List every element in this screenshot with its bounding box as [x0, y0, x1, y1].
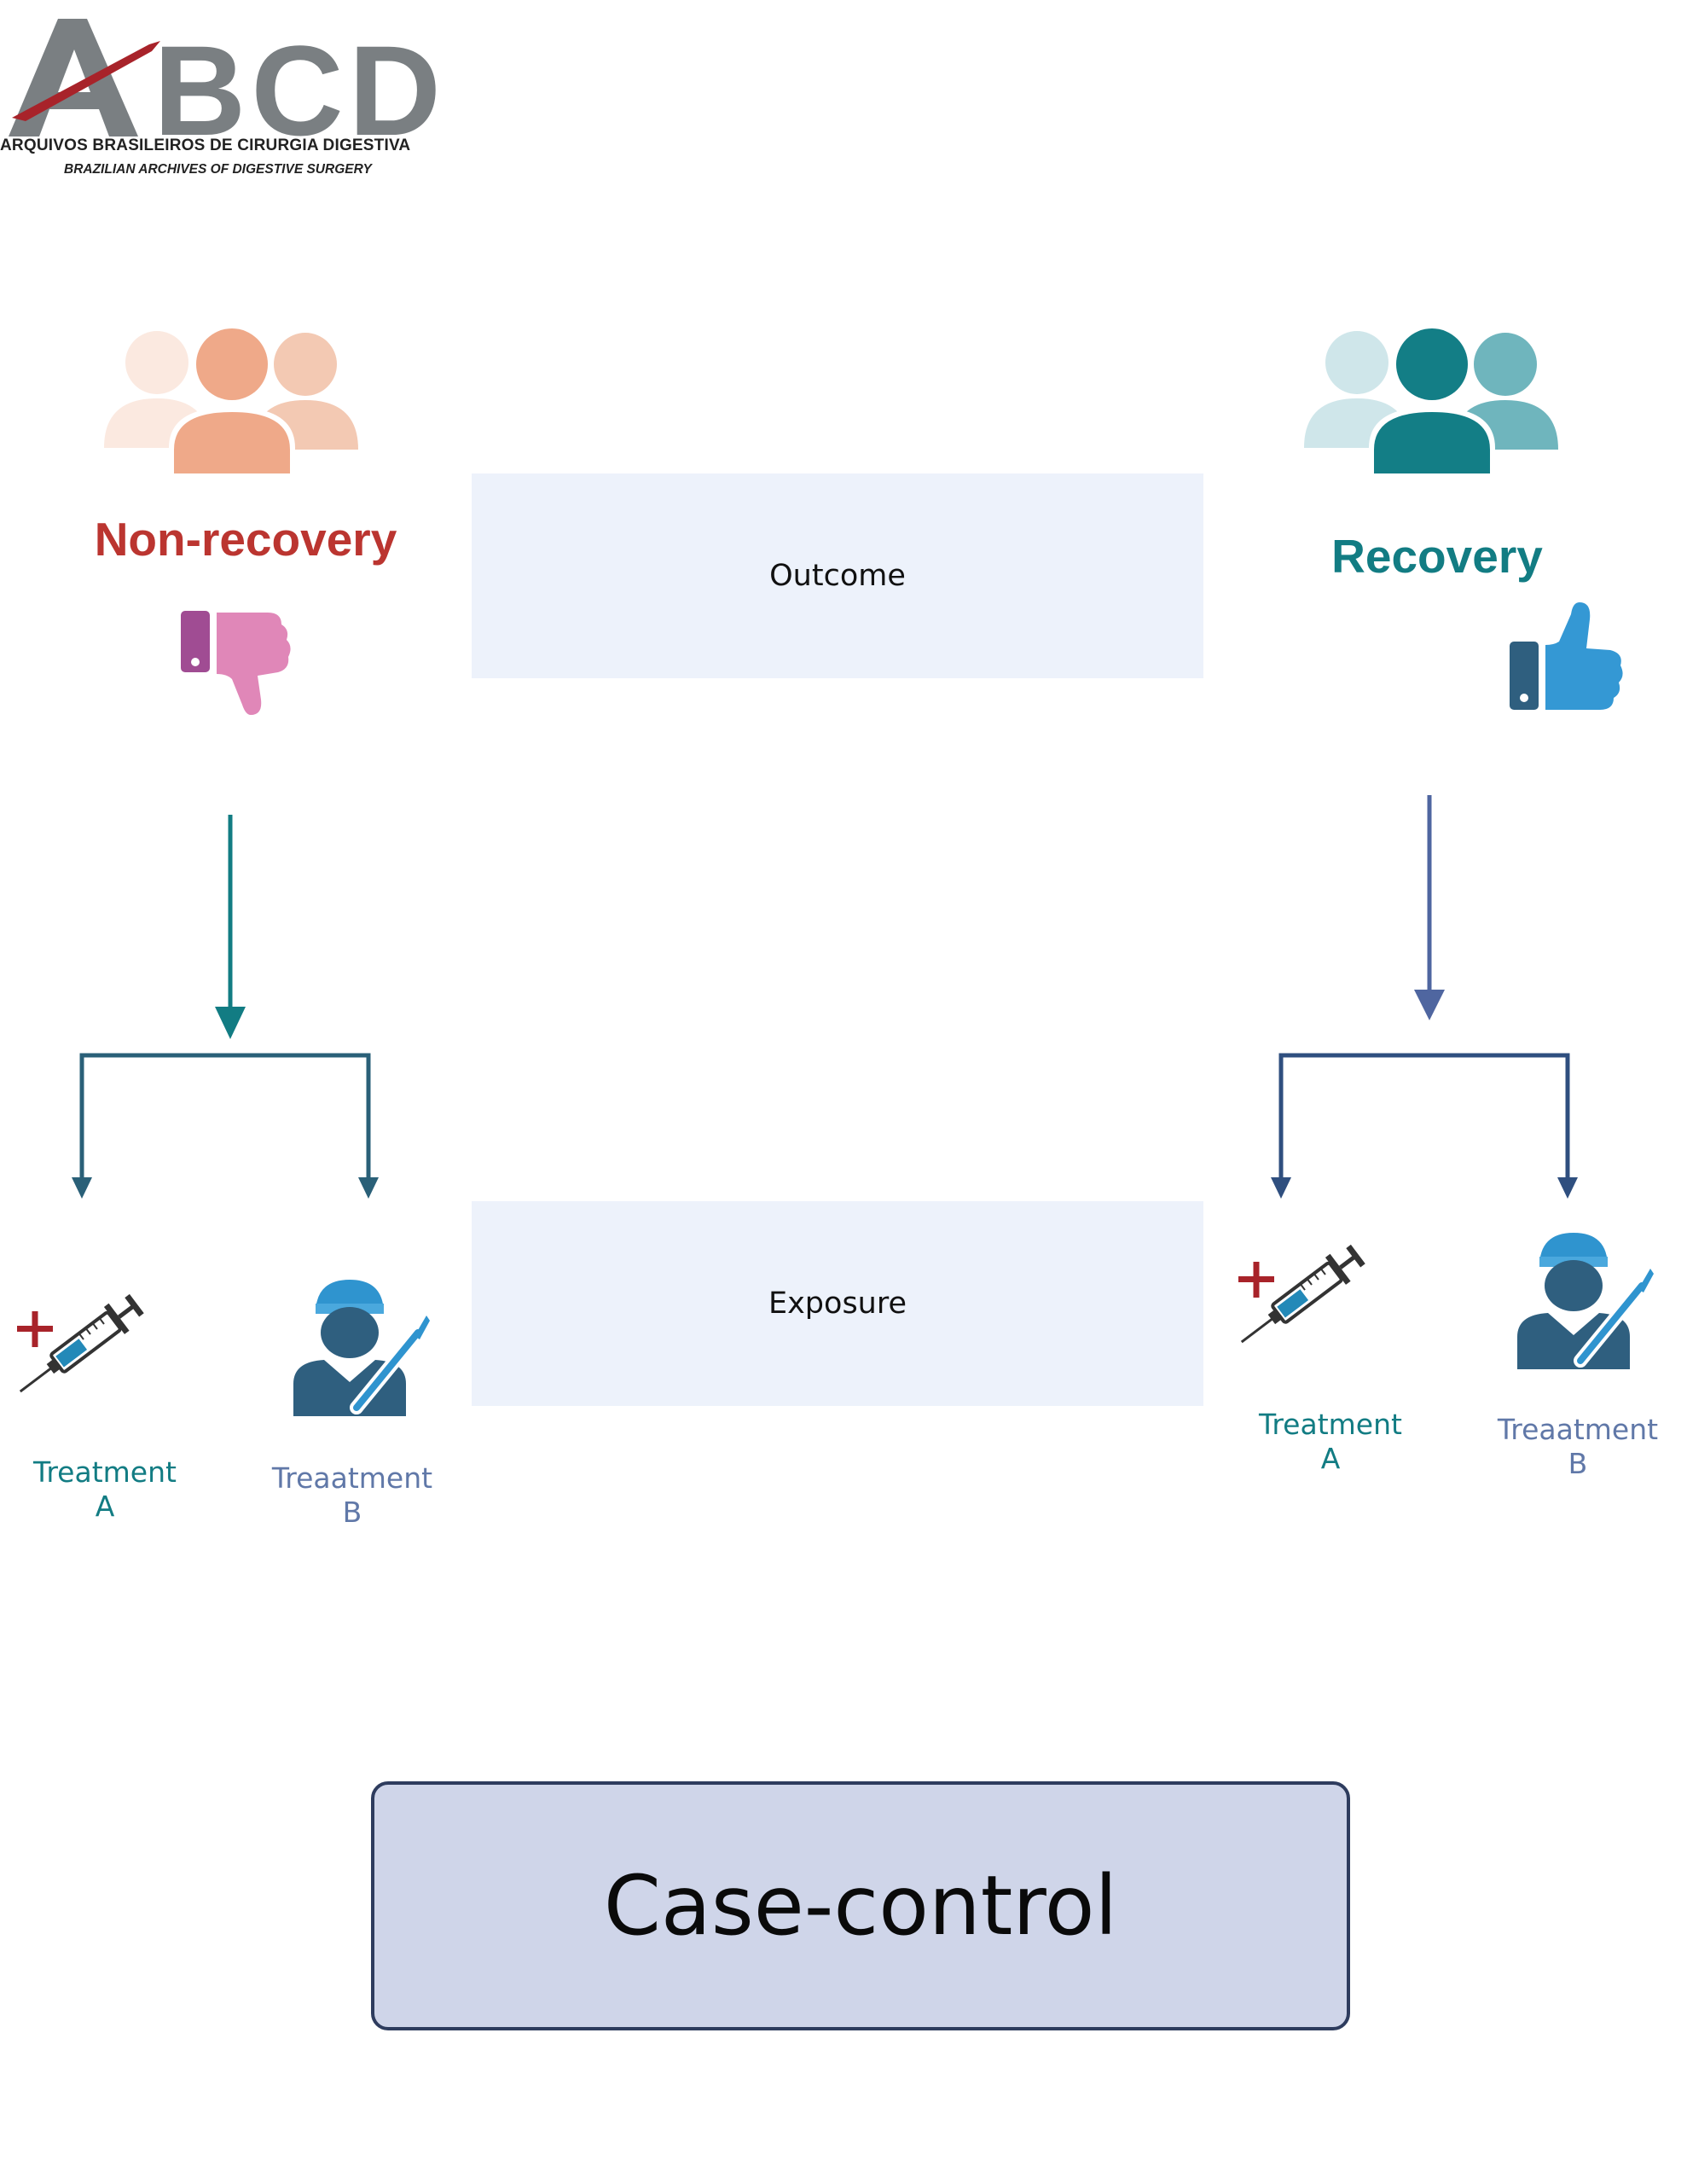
- treatment-a-label-left: Treatment A: [0, 1455, 216, 1524]
- flow-arrows: [72, 795, 1578, 1199]
- syringe-icon: [1238, 1244, 1365, 1344]
- right-main-arrow: [1414, 795, 1445, 1020]
- recovery-people-icon: [1304, 328, 1558, 473]
- logo-title: ARQUIVOS BRASILEIROS DE CIRURGIA DIGESTI…: [0, 136, 411, 154]
- thumbs-up-icon: [1510, 602, 1623, 710]
- study-type-box: Case-control: [371, 1781, 1350, 2030]
- exposure-band: Exposure: [472, 1201, 1203, 1406]
- syringe-icon: [17, 1293, 144, 1393]
- treatment-b-line1: Treaatment: [271, 1461, 433, 1495]
- treatment-a-line1: Treatment: [33, 1455, 177, 1489]
- treatment-a-line2: A: [1320, 1442, 1341, 1475]
- treatment-a-label-right: Treatment A: [1220, 1408, 1441, 1476]
- plus-icon: [17, 1311, 53, 1347]
- treatment-a-line1: Treatment: [1259, 1408, 1402, 1441]
- surgeon-icon: [293, 1280, 430, 1416]
- plus-icon: [1238, 1262, 1274, 1298]
- abcd-logo: BCD: [9, 19, 443, 136]
- treatment-b-line2: B: [1568, 1447, 1588, 1480]
- treatment-b-line1: Treaatment: [1497, 1413, 1659, 1446]
- non-recovery-label: Non-recovery: [94, 513, 397, 566]
- thumbs-down-icon: [181, 611, 291, 715]
- left-main-arrow: [215, 815, 246, 1039]
- outcome-band: Outcome: [472, 473, 1203, 678]
- treatment-b-line2: B: [342, 1496, 362, 1529]
- logo-subtitle: BRAZILIAN ARCHIVES OF DIGESTIVE SURGERY: [64, 162, 372, 177]
- recovery-label: Recovery: [1331, 530, 1543, 583]
- logo-bcd-letters: BCD: [154, 19, 443, 136]
- right-branch-arrows: [1271, 1053, 1578, 1199]
- logo-red-swoosh: [12, 41, 160, 121]
- left-branch-arrows: [72, 1053, 379, 1199]
- study-type-label: Case-control: [603, 1858, 1118, 1954]
- outcome-label: Outcome: [769, 559, 906, 593]
- treatment-b-label-right: Treaatment B: [1467, 1413, 1687, 1481]
- treatment-a-line2: A: [95, 1490, 115, 1523]
- surgeon-icon: [1517, 1233, 1654, 1369]
- exposure-label: Exposure: [768, 1287, 907, 1321]
- treatment-b-label-left: Treaatment B: [241, 1461, 463, 1530]
- non-recovery-people-icon: [104, 328, 358, 473]
